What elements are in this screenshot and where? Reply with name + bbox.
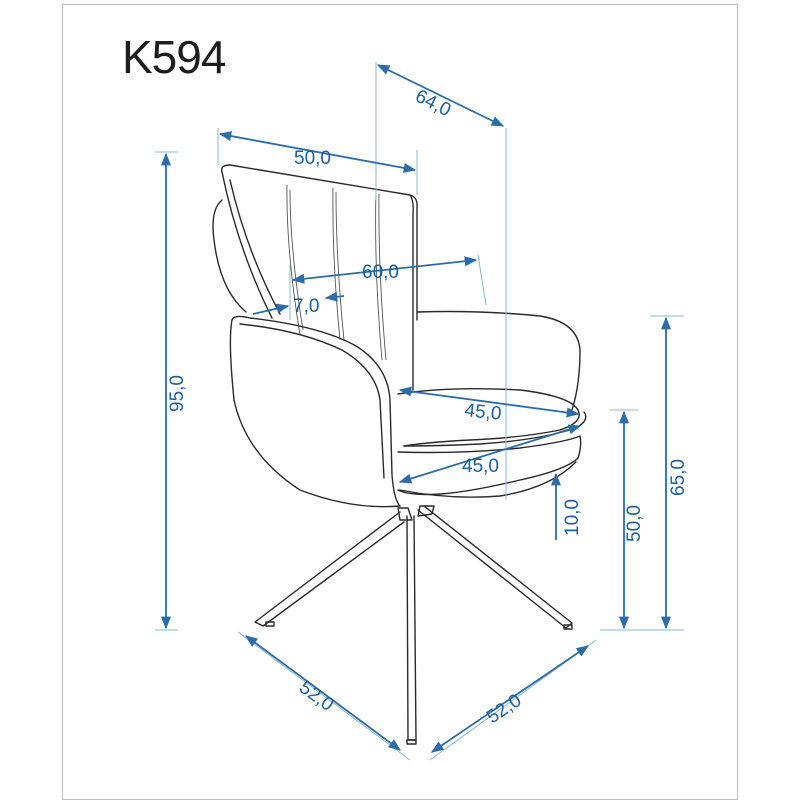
model-code: K594 bbox=[122, 31, 226, 83]
dim-seat-thickness: 10,0 bbox=[562, 499, 583, 536]
dim-arm-width: 7,0 bbox=[293, 296, 319, 317]
dim-arm-height: 65,0 bbox=[668, 459, 689, 496]
dim-seat-depth: 45,0 bbox=[463, 400, 502, 425]
dim-seat-height: 50,0 bbox=[624, 505, 645, 542]
dim-height-overall: 95,0 bbox=[167, 375, 188, 412]
dim-width-overall: 60,0 bbox=[362, 262, 399, 283]
extension-lines bbox=[155, 62, 684, 761]
chair-outline bbox=[212, 164, 587, 745]
dim-depth-overall: 64,0 bbox=[412, 86, 454, 122]
dim-seat-width: 45,0 bbox=[462, 456, 499, 477]
dim-base-left: 52,0 bbox=[295, 677, 337, 716]
dimension-arrows bbox=[160, 64, 672, 753]
dim-backrest-width: 50,0 bbox=[294, 148, 331, 169]
